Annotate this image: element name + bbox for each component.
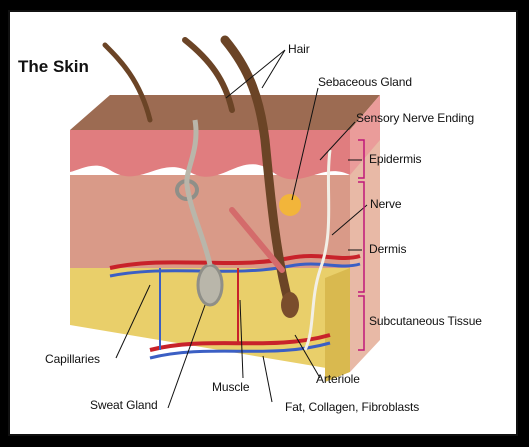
label-subcutaneous-tissue: Subcutaneous Tissue [369, 314, 482, 328]
label-sensory-nerve-ending: Sensory Nerve Ending [356, 111, 474, 125]
label-muscle: Muscle [212, 380, 249, 394]
subcutaneous-layer-side [325, 268, 350, 382]
label-arteriole: Arteriole [316, 372, 360, 386]
label-nerve: Nerve [370, 197, 402, 211]
label-dermis: Dermis [369, 242, 406, 256]
epidermis-layer [70, 130, 350, 179]
skin-surface [70, 95, 380, 130]
label-sweat-gland: Sweat Gland [90, 398, 158, 412]
leader-fat [263, 356, 272, 402]
label-capillaries: Capillaries [45, 352, 100, 366]
label-sebaceous-gland: Sebaceous Gland [318, 75, 412, 89]
label-epidermis: Epidermis [369, 152, 421, 166]
sweat-gland-coil-lower [198, 265, 222, 305]
hair-bulb [281, 292, 299, 318]
dermis-layer-front [70, 175, 350, 268]
label-hair: Hair [288, 42, 310, 56]
diagram-title: The Skin [18, 57, 89, 77]
label-fat-collagen-fibroblasts: Fat, Collagen, Fibroblasts [285, 400, 419, 414]
sebaceous-gland-shape [279, 194, 301, 216]
